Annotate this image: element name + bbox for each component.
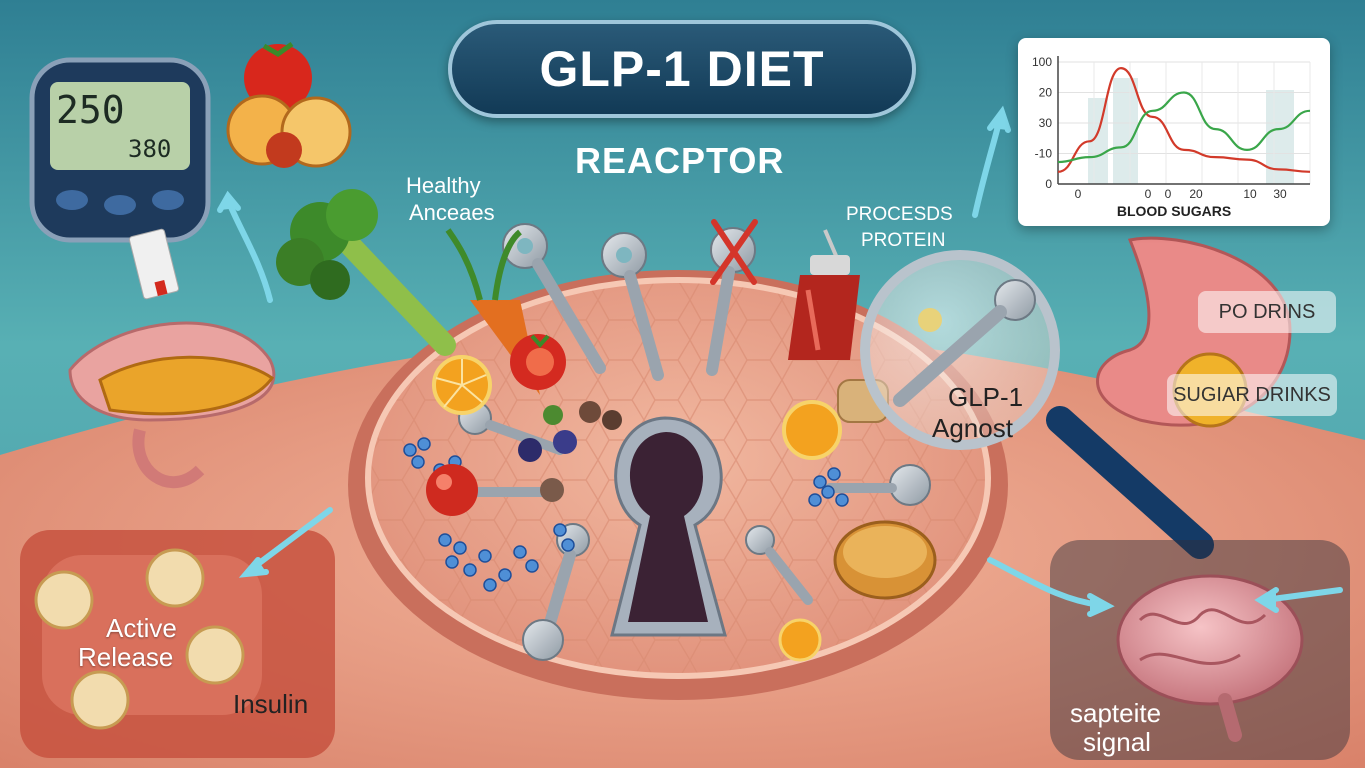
title-banner: GLP-1 DIET — [448, 20, 916, 118]
blocked-key-icon — [706, 219, 758, 376]
berries-icon — [518, 401, 622, 462]
po-drinks-label: PO DRINS — [1218, 300, 1316, 323]
chart-series-line — [1057, 91, 1311, 164]
tomato-icon — [510, 334, 566, 390]
agonist-label-line1: GLP-1 — [948, 382, 1024, 412]
soda-bottle-icon — [788, 229, 860, 360]
broccoli-icon — [276, 189, 456, 356]
tomato-icon — [426, 464, 478, 516]
page-title: GLP-1 DIET — [539, 41, 825, 97]
insulin-label: Insulin — [233, 689, 309, 719]
chart-shade-bar — [1088, 98, 1108, 184]
meter-reading-sub: 380 — [128, 135, 172, 163]
pancreas-icon — [68, 321, 276, 489]
chart-x-tick-label: 0 — [1075, 187, 1082, 201]
chart-y-tick-label: 100 — [1032, 55, 1052, 69]
chart-x-axis-label: BLOOD SUGARS — [1117, 203, 1231, 219]
glucose-meter-icon — [29, 57, 211, 300]
keyhole — [610, 416, 727, 637]
chart-x-tick-label: 0 — [1145, 187, 1152, 201]
key-icon — [465, 478, 564, 502]
active-release-label-line2: Release — [78, 642, 174, 672]
po-drinks-badge: PO DRINS — [1198, 291, 1336, 333]
meter-reading-main: 250 — [56, 88, 125, 132]
active-release-label-line1: Active — [106, 613, 177, 643]
chart-y-tick-label: 20 — [1039, 86, 1053, 100]
peach-slices-icon — [226, 94, 352, 168]
chart-y-tick-label: 0 — [1045, 177, 1052, 191]
agonist-label-line2: Agnost — [932, 413, 1013, 443]
healthy-label-line2: Anceaes — [409, 200, 495, 225]
cookie-icon — [833, 520, 937, 600]
chart-shade-bar — [1113, 78, 1138, 184]
sugar-drinks-badge: SUGIAR DRINKS — [1167, 374, 1337, 416]
chart-x-tick-label: 0 — [1165, 187, 1172, 201]
orange-slice-icon — [778, 400, 842, 662]
sugar-drinks-label: SUGIAR DRINKS — [1173, 383, 1331, 406]
satiety-label-line1: sapteite — [1070, 698, 1162, 728]
key-icon — [502, 223, 606, 374]
satiety-label-line2: signal — [1083, 727, 1151, 757]
flow-arrows — [217, 105, 1343, 617]
magnifying-glass-icon — [860, 250, 1214, 559]
insulin-panel — [20, 530, 335, 758]
page-subtitle: REACPTOR — [575, 140, 785, 181]
key-icon — [825, 464, 931, 506]
key-icon — [601, 232, 664, 381]
chart-y-tick-label: -10 — [1035, 147, 1053, 161]
orange-slice-icon — [432, 355, 492, 415]
processed-label-line2: PROTEIN — [861, 230, 946, 251]
chart-series-line — [1057, 66, 1311, 173]
chart-x-tick-label: 20 — [1189, 187, 1203, 201]
healthy-label-line1: Healthy — [406, 173, 481, 198]
chart-y-tick-label: 30 — [1039, 116, 1053, 130]
processed-label-line1: PROCESDS — [846, 204, 953, 225]
key-icon — [745, 525, 813, 605]
chart-x-tick-label: 30 — [1273, 187, 1287, 201]
chart-x-tick-label: 10 — [1243, 187, 1257, 201]
